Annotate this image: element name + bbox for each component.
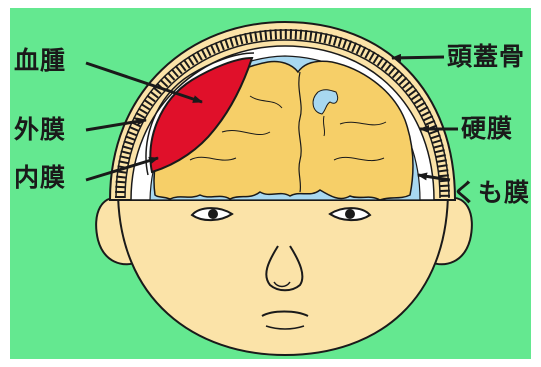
dura-label: 硬膜: [461, 116, 513, 141]
hematoma-label: 血腫: [14, 48, 66, 73]
inner-membrane-label: 内膜: [14, 165, 66, 190]
arachnoid-label: くも膜: [452, 180, 530, 205]
face: [118, 190, 448, 355]
outer-membrane-label: 外膜: [14, 117, 66, 142]
skull-pointer: [392, 57, 444, 58]
skull-label: 頭蓋骨: [447, 44, 525, 69]
